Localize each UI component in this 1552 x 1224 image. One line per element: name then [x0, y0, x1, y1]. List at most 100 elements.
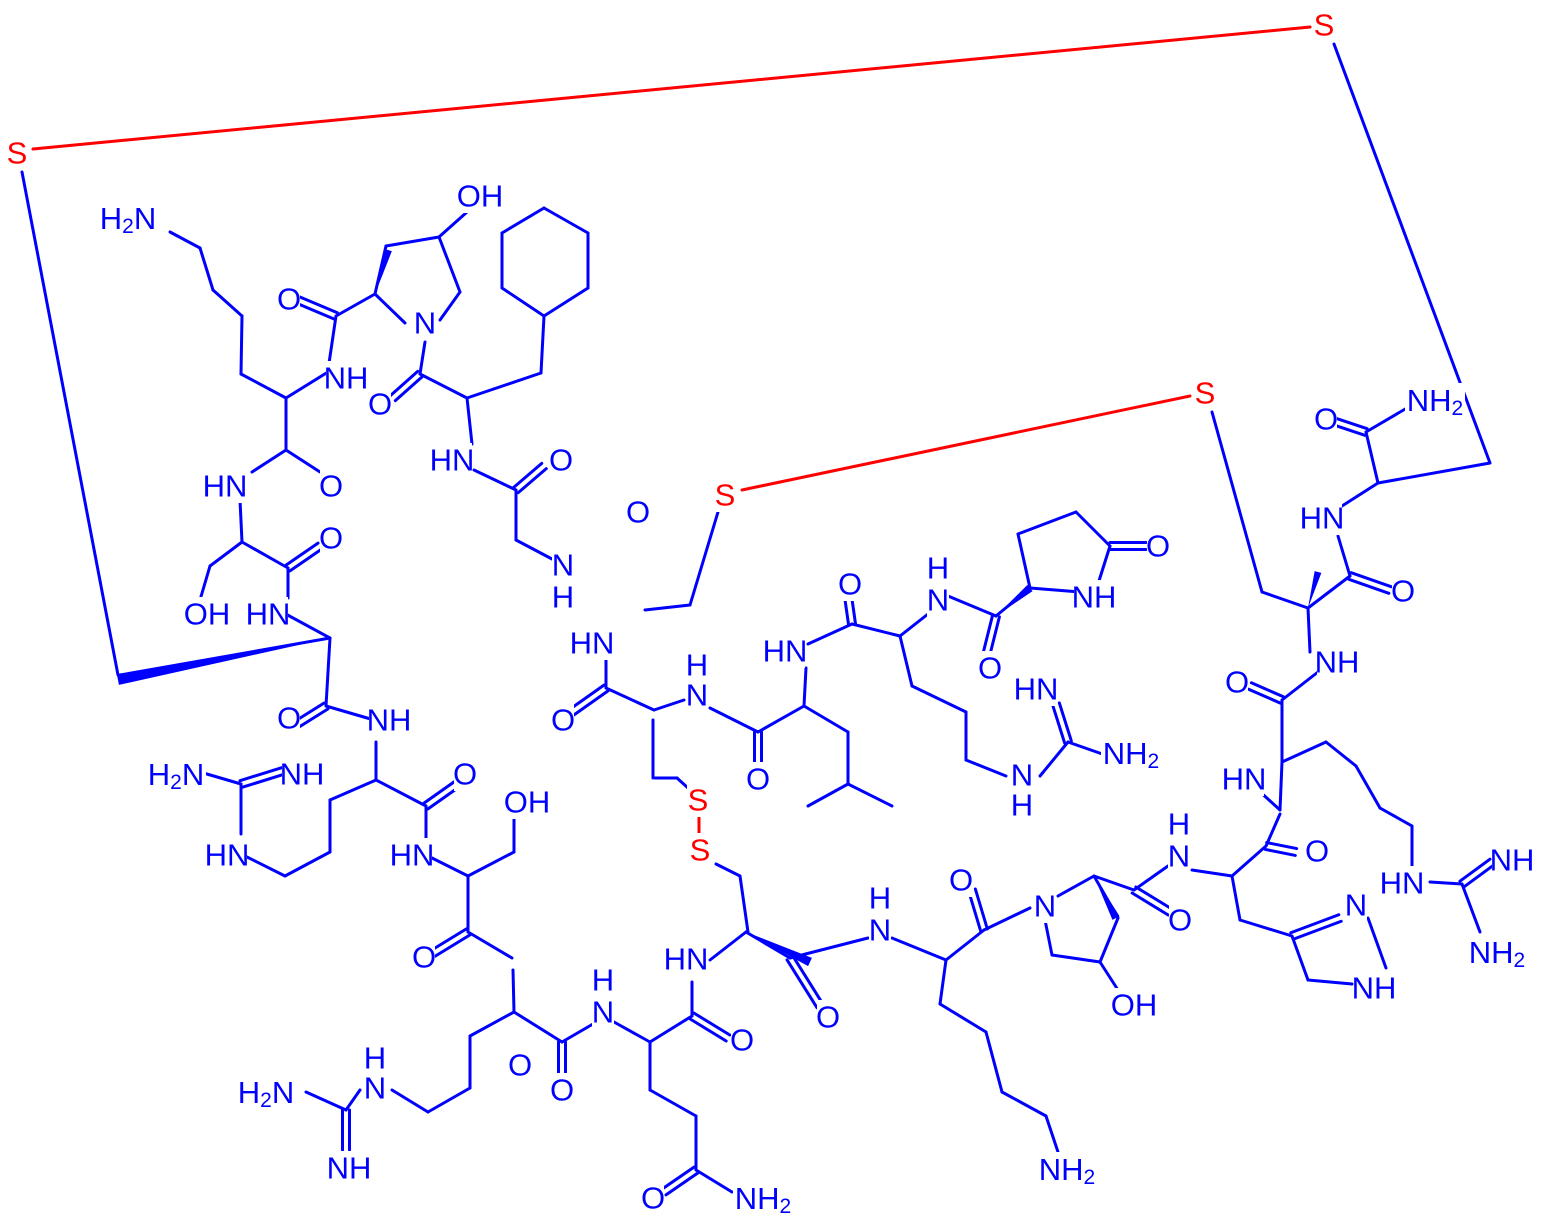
atom-label-arg2-hn-imine: HN [1014, 672, 1059, 707]
atom-label-pglu-o: O [1146, 529, 1170, 564]
atom-label-lys2-nh2: NH2 [1037, 1152, 1097, 1189]
double-bond [294, 707, 330, 731]
single-bond [652, 698, 686, 712]
atom-label-background [979, 651, 1001, 685]
single-bond [643, 603, 692, 612]
atom-label-background [1405, 383, 1465, 417]
single-bond [418, 372, 469, 400]
atom-label-background [1169, 903, 1191, 937]
single-bond [890, 936, 948, 962]
atom-text: NH [1315, 645, 1360, 680]
atom-text: N [1011, 758, 1033, 793]
single-bond [714, 862, 742, 878]
atom-label-background [1467, 935, 1527, 969]
double-bond [660, 1165, 696, 1191]
atom-text: HN [763, 634, 808, 669]
atom-label-his-ring-n: N [1345, 888, 1367, 923]
atom-label-background [869, 913, 891, 947]
single-bond [250, 448, 288, 474]
atom-text: N [927, 583, 949, 618]
wedge-bond [375, 248, 392, 294]
atom-label-lys1-nh2: H2N [98, 201, 158, 238]
double-bond [1265, 841, 1299, 851]
atom-label-gly-hn: HN [430, 443, 475, 478]
atom-label-leu-hn: HN [763, 634, 808, 669]
atom-text: NH2 [1039, 1152, 1095, 1189]
atom-label-arg3-h2n: H2N [236, 1075, 296, 1112]
atom-text: S [688, 783, 709, 818]
atom-text: HN [430, 443, 475, 478]
atom-label-background [572, 626, 612, 660]
single-bond [542, 206, 590, 235]
atom-label-background [1315, 402, 1337, 436]
atom-text: O [453, 757, 477, 792]
double-bond [516, 467, 548, 495]
single-bond [1190, 868, 1234, 878]
single-bond [1264, 812, 1282, 848]
atom-text: S [1195, 376, 1216, 411]
atom-label-hyp1-co-o: O [368, 387, 392, 422]
double-bond [240, 771, 289, 789]
single-bond [438, 290, 462, 322]
atom-text: H [927, 551, 949, 586]
atom-label-arg1-hn: HN [205, 838, 250, 873]
single-bond [648, 1088, 698, 1118]
atom-label-s-ss-upper: S [687, 783, 709, 818]
single-bond [198, 770, 243, 786]
atom-text: OH [504, 785, 551, 820]
atom-text: H [869, 881, 891, 916]
atom-text: S [715, 478, 736, 513]
double-bond [1263, 847, 1297, 857]
atom-text: S [1314, 8, 1335, 43]
atom-text: O [368, 387, 392, 422]
atom-label-background [1313, 8, 1335, 42]
double-bond [428, 927, 468, 953]
atom-label-lys2-nh: N [869, 913, 891, 948]
atom-label-background [454, 757, 476, 791]
single-bond [284, 370, 330, 400]
single-bond [20, 170, 120, 677]
double-bond [1347, 577, 1391, 595]
atom-label-background [1354, 971, 1394, 1005]
atom-label-background [187, 597, 227, 631]
atom-text: HN [390, 838, 435, 873]
double-bond [1249, 681, 1285, 699]
single-bond [500, 286, 546, 318]
single-bond [738, 874, 750, 934]
atom-text: N [414, 306, 436, 341]
double-bond [981, 613, 995, 657]
atom-label-hyp1-o: O [277, 282, 301, 317]
atom-text: NH [324, 361, 369, 396]
single-bond [1098, 960, 1120, 992]
atom-text: N [686, 678, 708, 713]
single-bond [1280, 740, 1328, 764]
double-bond [1130, 891, 1170, 917]
single-bond [708, 706, 760, 734]
single-bond [374, 778, 428, 808]
atom-text: S [690, 833, 711, 868]
atom-label-cys3-nh-h: H [686, 648, 708, 683]
atom-label-background [432, 443, 472, 477]
single-bond [1210, 410, 1264, 594]
atom-label-arg3-o: O [550, 1073, 574, 1108]
atom-text: N [1034, 889, 1056, 924]
atom-text: HN [1380, 866, 1425, 901]
double-bond [692, 1011, 732, 1037]
single-bond [1043, 918, 1054, 957]
double-bond [297, 295, 339, 315]
single-bond [465, 371, 543, 400]
single-bond [511, 968, 516, 1014]
single-bond [1306, 574, 1352, 610]
atom-label-hyp2-n: N [1034, 889, 1056, 924]
atom-label-background [551, 1073, 573, 1107]
atom-label-background [1034, 889, 1056, 923]
single-bond [938, 958, 948, 1006]
atom-label-background [1194, 376, 1216, 410]
single-bond [324, 636, 332, 708]
single-bond [1280, 670, 1320, 702]
atom-label-background [1317, 645, 1357, 679]
single-bond [280, 610, 332, 640]
atom-text: S [7, 136, 28, 171]
single-bond [1230, 874, 1242, 922]
double-bond [843, 594, 851, 626]
